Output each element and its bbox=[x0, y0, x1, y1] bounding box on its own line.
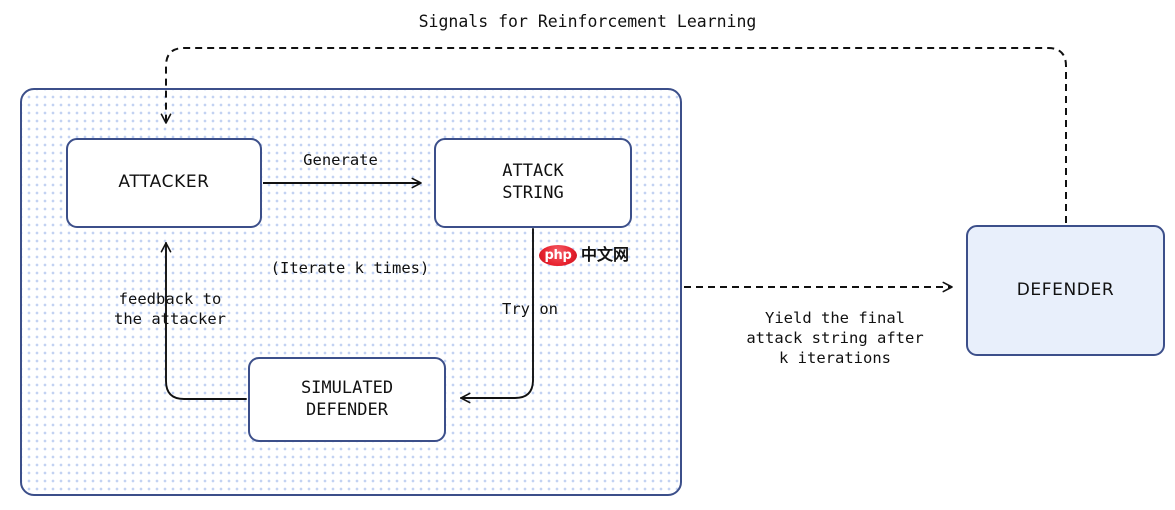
node-attacker[interactable]: ATTACKER bbox=[66, 138, 262, 228]
diagram-title: Signals for Reinforcement Learning bbox=[418, 12, 757, 31]
php-watermark: php 中文网 bbox=[539, 243, 643, 267]
edge-label-yield: Yield the final attack string after k it… bbox=[746, 309, 924, 368]
php-logo-icon: php bbox=[539, 244, 577, 266]
edge-label-generate: Generate bbox=[303, 151, 378, 169]
node-defender[interactable]: DEFENDER bbox=[966, 225, 1165, 356]
edge-label-try-on: Try on bbox=[502, 300, 558, 318]
php-watermark-text: 中文网 bbox=[581, 245, 630, 264]
edge-label-iterate: (Iterate k times) bbox=[270, 259, 430, 277]
node-simulated-defender[interactable]: SIMULATED DEFENDER bbox=[248, 357, 446, 442]
node-attack-string[interactable]: ATTACK STRING bbox=[434, 138, 632, 228]
edge-label-feedback: feedback to the attacker bbox=[114, 290, 226, 329]
